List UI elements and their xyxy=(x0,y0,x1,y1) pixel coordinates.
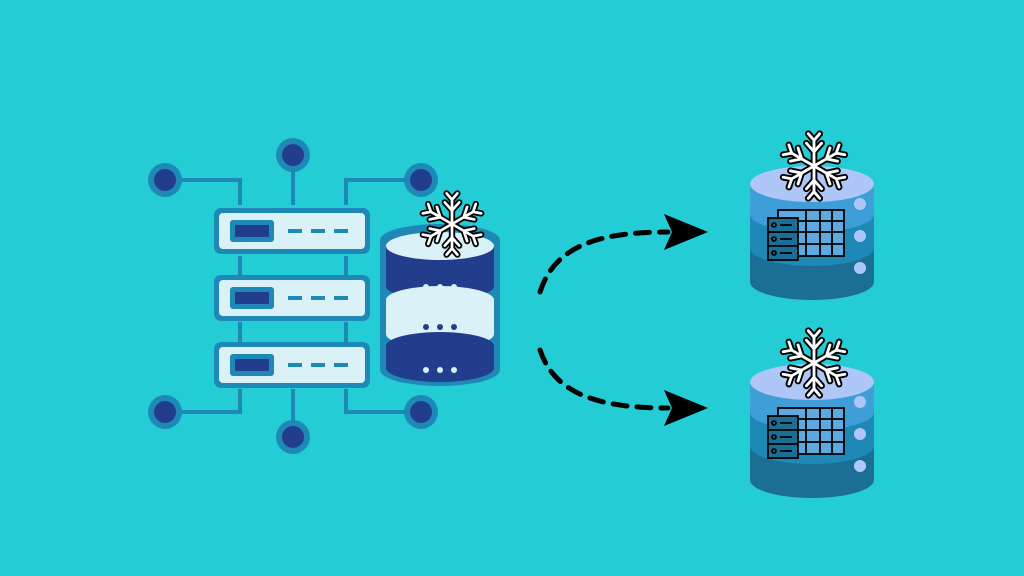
dashed-curved-arrow-icon xyxy=(537,214,708,295)
server-rack-icon xyxy=(212,273,372,323)
server-rack-icon xyxy=(212,206,372,256)
network-node-icon xyxy=(148,163,182,197)
network-node-icon xyxy=(276,420,310,454)
server-network-group xyxy=(148,138,438,454)
network-node-icon xyxy=(148,395,182,429)
dashed-curved-arrow-icon xyxy=(537,347,708,426)
network-node-icon xyxy=(276,138,310,172)
network-node-icon xyxy=(404,163,438,197)
database-cylinder-icon xyxy=(380,224,500,386)
network-node-icon xyxy=(404,395,438,429)
server-rack-icon xyxy=(212,340,372,390)
network-connectors xyxy=(178,166,408,425)
